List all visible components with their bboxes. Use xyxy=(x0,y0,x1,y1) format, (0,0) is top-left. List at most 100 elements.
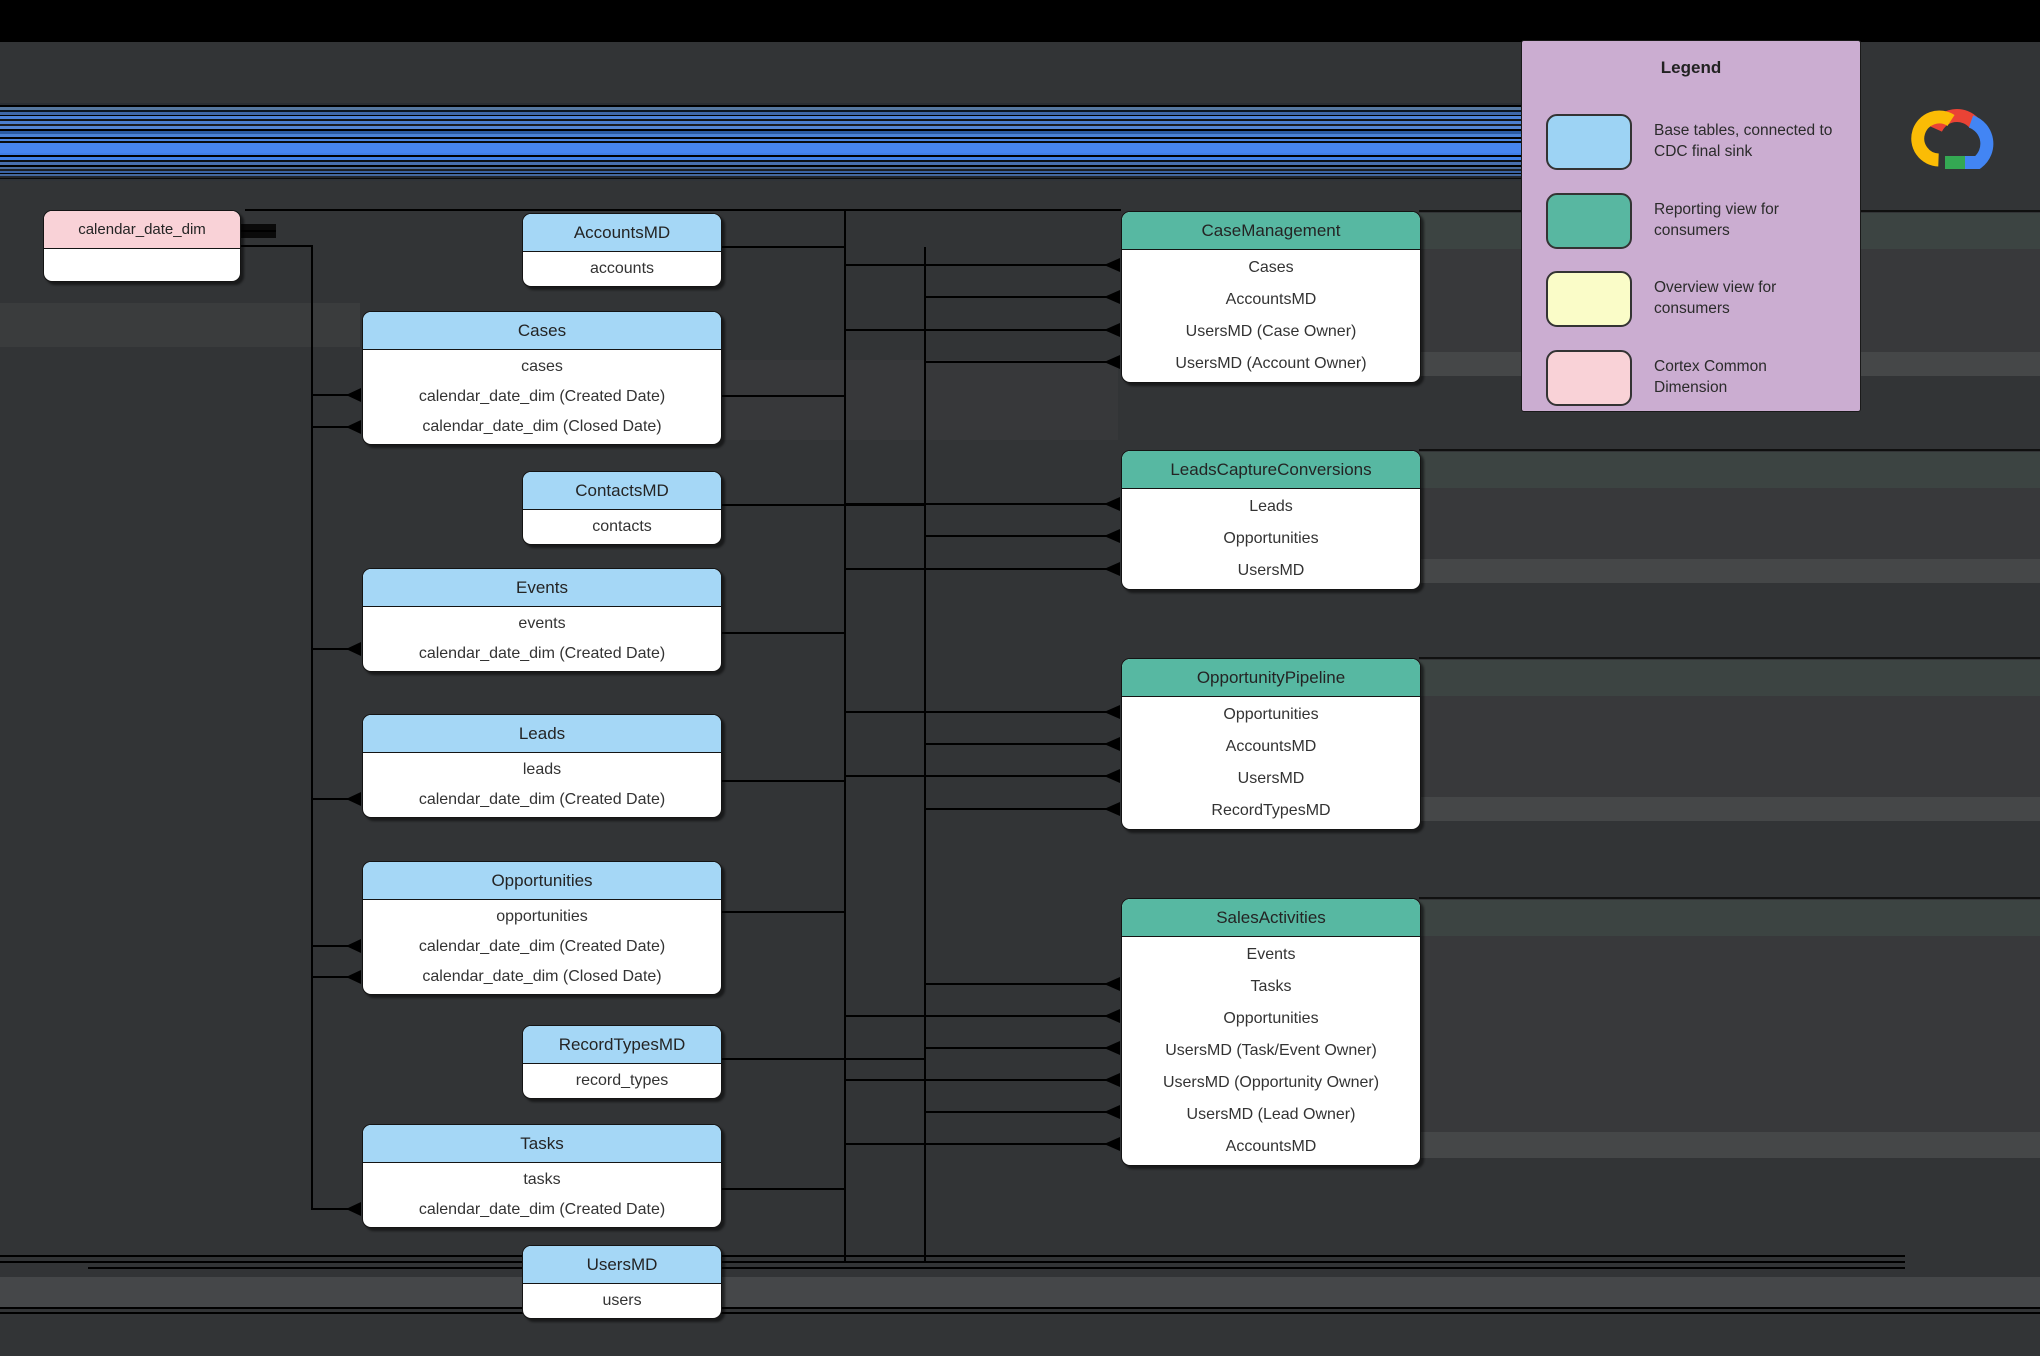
banner-stripes xyxy=(0,103,1524,181)
artifact-band xyxy=(1419,449,2040,451)
table-row: UsersMD (Opportunity Owner) xyxy=(1162,1074,1380,1091)
table-row: calendar_date_dim (Created Date) xyxy=(418,791,666,808)
table-row: UsersMD (Lead Owner) xyxy=(1186,1106,1356,1123)
table-row: calendar_date_dim (Created Date) xyxy=(418,388,666,405)
artifact-band xyxy=(722,360,1118,440)
table-events: Events events calendar_date_dim (Created … xyxy=(362,568,722,672)
legend-item-label: Cortex Common Dimension xyxy=(1654,357,1767,396)
table-row: Cases xyxy=(1248,259,1294,276)
logo-yellow-arc xyxy=(1911,110,1955,167)
table-header: Opportunities xyxy=(363,862,721,900)
artifact-band xyxy=(0,303,360,347)
view-header: LeadsCaptureConversions xyxy=(1122,451,1420,489)
table-row: opportunities xyxy=(496,908,588,925)
table-accounts-md: AccountsMD accounts xyxy=(522,213,722,287)
view-header: CaseManagement xyxy=(1122,212,1420,250)
table-header: ContactsMD xyxy=(523,472,721,510)
legend-item: Base tables, connected to CDC final sink xyxy=(1546,114,1842,170)
table-row: UsersMD xyxy=(1237,562,1305,579)
artifact-band xyxy=(1419,657,2040,659)
artifact-band xyxy=(1419,797,2040,821)
table-header: AccountsMD xyxy=(523,214,721,252)
base-tables-swatch xyxy=(1546,114,1632,170)
table-row: leads xyxy=(522,761,562,778)
legend-item-label: Base tables, connected to CDC final sink xyxy=(1654,122,1833,160)
legend-title: Legend xyxy=(1660,58,1722,77)
table-body: events calendar_date_dim (Created Date) xyxy=(363,607,721,671)
table-body: leads calendar_date_dim (Created Date) xyxy=(363,753,721,817)
artifact-band xyxy=(1419,452,2040,488)
table-row: calendar_date_dim (Created Date) xyxy=(418,1201,666,1218)
table-row: RecordTypesMD xyxy=(1211,802,1331,819)
artifact-band xyxy=(0,1277,2040,1307)
artifact-band xyxy=(1419,1132,2040,1158)
table-row: cases xyxy=(521,358,563,375)
table-row: UsersMD (Account Owner) xyxy=(1175,355,1367,372)
table-row: contacts xyxy=(592,518,652,535)
table-row: Opportunities xyxy=(1223,530,1319,547)
table-body: users xyxy=(523,1284,721,1318)
table-row: calendar_date_dim (Created Date) xyxy=(418,645,666,662)
legend-item: Overview view for consumers xyxy=(1546,271,1842,327)
reporting-view-swatch xyxy=(1546,192,1632,249)
table-row: calendar_date_dim (Created Date) xyxy=(418,938,666,955)
table-users-md: UsersMD users xyxy=(522,1245,722,1319)
table-header: Tasks xyxy=(363,1125,721,1163)
table-leads: Leads leads calendar_date_dim (Created Da… xyxy=(362,714,722,818)
table-body xyxy=(44,249,240,282)
table-opportunities: Opportunities opportunities calendar_date… xyxy=(362,861,722,995)
cortex-dimension-swatch xyxy=(1546,349,1632,406)
artifact-band xyxy=(1419,696,2040,797)
table-header: UsersMD xyxy=(523,1246,721,1284)
view-header: OpportunityPipeline xyxy=(1122,659,1420,697)
table-body: contacts xyxy=(523,510,721,544)
artifact-band xyxy=(1419,559,2040,583)
table-calendar-date-dim: calendar_date_dim xyxy=(43,210,241,282)
table-tasks: Tasks tasks calendar_date_dim (Created Da… xyxy=(362,1124,722,1228)
table-header: Leads xyxy=(363,715,721,753)
table-header: Cases xyxy=(363,312,721,350)
table-row: users xyxy=(602,1292,642,1309)
table-row: AccountsMD xyxy=(1225,1138,1317,1155)
artifact-band xyxy=(1419,897,2040,899)
artifact-band xyxy=(1419,660,2040,696)
table-row: AccountsMD xyxy=(1225,291,1317,308)
table-row: record_types xyxy=(575,1072,669,1089)
table-row: UsersMD (Task/Event Owner) xyxy=(1165,1042,1377,1059)
table-record-types-md: RecordTypesMD record_types xyxy=(522,1025,722,1099)
table-contacts-md: ContactsMD contacts xyxy=(522,471,722,545)
legend-item: Cortex Common Dimension xyxy=(1546,349,1842,406)
table-body: accounts xyxy=(523,252,721,286)
legend-item-label: Overview view for consumers xyxy=(1654,279,1777,317)
table-row: UsersMD (Case Owner) xyxy=(1185,323,1357,340)
table-header: RecordTypesMD xyxy=(523,1026,721,1064)
overview-view-swatch xyxy=(1546,271,1632,327)
table-body: opportunities calendar_date_dim (Created … xyxy=(363,900,721,994)
legend-item: Reporting view for consumers xyxy=(1546,192,1842,249)
table-header: Events xyxy=(363,569,721,607)
artifact-band xyxy=(1419,936,2040,1132)
table-row: Opportunities xyxy=(1223,1010,1319,1027)
legend-item-label: Reporting view for consumers xyxy=(1654,200,1779,239)
table-row: tasks xyxy=(523,1171,561,1188)
artifact-band xyxy=(240,224,276,238)
table-row: Leads xyxy=(1249,498,1293,515)
artifact-band xyxy=(1419,900,2040,936)
table-header: calendar_date_dim xyxy=(44,211,240,249)
google-cloud-logo-icon xyxy=(1911,108,1994,169)
table-body: tasks calendar_date_dim (Created Date) xyxy=(363,1163,721,1227)
table-body: record_types xyxy=(523,1064,721,1098)
table-row: events xyxy=(518,615,566,632)
table-row: accounts xyxy=(589,260,655,277)
logo-blue-arc xyxy=(1950,115,1994,169)
